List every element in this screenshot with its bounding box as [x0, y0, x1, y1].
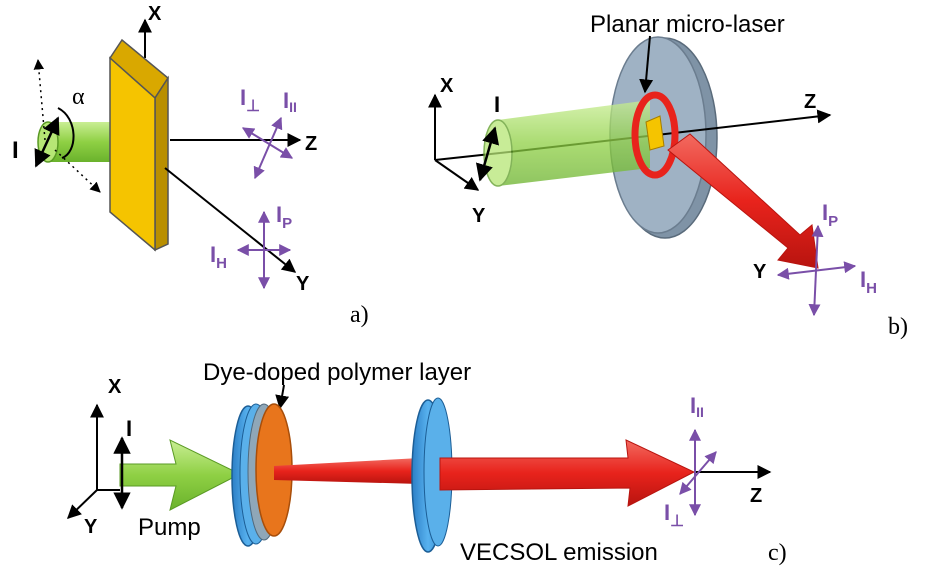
- b-beam-label: I: [494, 92, 500, 117]
- b-pol-p-label: IP: [822, 200, 838, 230]
- c-y-axis-arrow: [66, 489, 98, 519]
- b-z-axis-label: Z: [804, 91, 816, 113]
- panel-c: Dye-doped polymer layer X Y I Pump Z: [66, 359, 787, 566]
- pol-cross-upper: [241, 116, 294, 180]
- micro-laser-disk: [609, 36, 718, 239]
- layer-pointer: [275, 384, 290, 410]
- polarization-arrow: [34, 116, 60, 168]
- beam-label: I: [12, 137, 19, 164]
- output-coupler: [411, 397, 453, 553]
- b-y-label-2: Y: [753, 261, 767, 283]
- b-polarization-arrow: [475, 126, 500, 182]
- gain-mirror-stack: [231, 403, 293, 547]
- sample-plate: [109, 38, 169, 252]
- b-pol-h-label: IH: [860, 267, 877, 297]
- panel-b-label: b): [888, 314, 908, 340]
- c-pol-cross: [679, 428, 717, 517]
- z-axis-label: Z: [305, 133, 317, 155]
- panel-a-label: a): [350, 302, 369, 328]
- c-beam-label: I: [126, 416, 132, 441]
- c-pump-arrow: [119, 439, 242, 511]
- gain-chip: [645, 115, 665, 151]
- b-y-axis-label: Y: [472, 205, 486, 227]
- panel-b: Planar micro-laser X Y Z I: [428, 11, 908, 340]
- c-y-axis-label: Y: [84, 516, 98, 538]
- c-pol-perp-label: I⊥: [664, 500, 684, 530]
- red-ring: [631, 91, 679, 179]
- pol-perp-label: I⊥: [240, 85, 260, 115]
- b-x-axis-label: X: [440, 75, 454, 97]
- b-pol-cross: [776, 224, 857, 317]
- pol-p-label: IP: [276, 202, 292, 232]
- b-y-axis-arrow: [434, 159, 480, 191]
- x-axis-label: X: [148, 3, 162, 25]
- pointer-arrow: [639, 35, 654, 94]
- planar-laser-title: Planar micro-laser: [590, 11, 785, 38]
- panel-c-label: c): [768, 540, 787, 566]
- layer-label: Dye-doped polymer layer: [203, 359, 471, 386]
- c-z-axis-label: Z: [750, 485, 762, 507]
- angle-label: α: [72, 84, 85, 110]
- rotation-dotted-up: [33, 58, 46, 141]
- pol-cross-lower: [236, 210, 292, 290]
- c-x-axis-label: X: [108, 376, 122, 398]
- pol-h-label: IH: [210, 242, 227, 272]
- pump-label: Pump: [138, 514, 201, 541]
- pol-par-label: III: [283, 88, 297, 115]
- c-emission-arrow: [439, 439, 696, 507]
- c-cavity-beam: [274, 458, 420, 484]
- rotation-dotted-down: [54, 149, 101, 193]
- c-pol-par-label: III: [690, 393, 704, 420]
- y-axis-label: Y: [296, 273, 310, 295]
- panel-a: X Z I α Y I⊥ III: [12, 3, 369, 328]
- angle-arc: [57, 107, 75, 159]
- emission-label: VECSOL emission: [460, 539, 658, 566]
